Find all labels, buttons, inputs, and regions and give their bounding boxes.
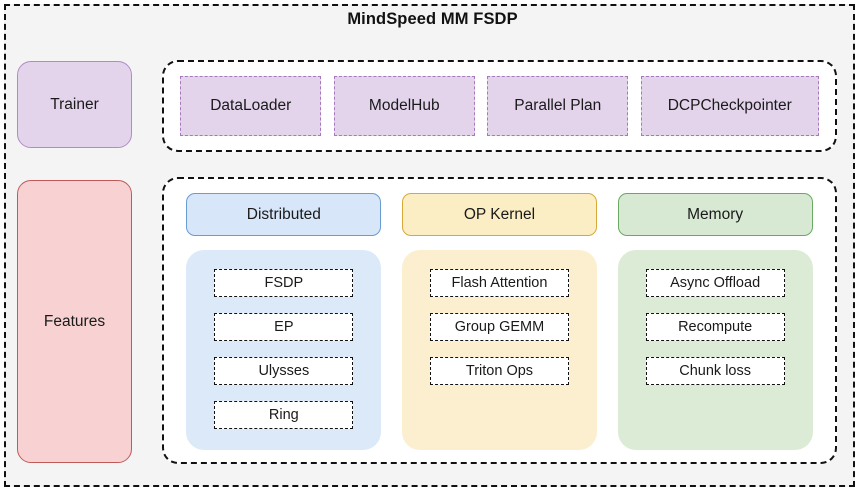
column-panel-distributed: FSDP EP Ulysses Ring — [186, 250, 382, 450]
column-header-label: Distributed — [246, 205, 321, 223]
feature-column-distributed: Distributed FSDP EP Ulysses Ring — [186, 193, 382, 450]
feature-item-async-offload[interactable]: Async Offload — [645, 269, 785, 297]
feature-item-label: Triton Ops — [465, 363, 534, 379]
trainer-chip-label: Parallel Plan — [514, 97, 602, 114]
column-header-label: Memory — [687, 205, 744, 223]
trainer-chip-dataloader[interactable]: DataLoader — [180, 76, 322, 136]
feature-item-label: Ulysses — [258, 363, 310, 379]
feature-columns: Distributed FSDP EP Ulysses Ring — [164, 179, 835, 462]
feature-item-label: EP — [274, 319, 294, 335]
feature-item-label: Recompute — [678, 319, 753, 335]
feature-item-ring[interactable]: Ring — [214, 401, 354, 429]
feature-item-label: Chunk loss — [679, 363, 751, 379]
feature-column-memory: Memory Async Offload Recompute Chunk los… — [617, 193, 813, 450]
features-components-group: Distributed FSDP EP Ulysses Ring — [162, 177, 837, 464]
trainer-chip-parallel-plan[interactable]: Parallel Plan — [487, 76, 629, 136]
trainer-section-label: Trainer — [50, 95, 99, 113]
column-panel-op-kernel: Flash Attention Group GEMM Triton Ops — [401, 250, 597, 450]
column-panel-memory: Async Offload Recompute Chunk loss — [617, 250, 813, 450]
feature-item-label: Flash Attention — [451, 275, 548, 291]
feature-item-recompute[interactable]: Recompute — [645, 313, 785, 341]
feature-item-chunk-loss[interactable]: Chunk loss — [645, 357, 785, 385]
feature-item-fsdp[interactable]: FSDP — [214, 269, 354, 297]
trainer-components-group: DataLoader ModelHub Parallel Plan DCPChe… — [162, 60, 837, 152]
feature-item-group-gemm[interactable]: Group GEMM — [429, 313, 569, 341]
feature-item-label: Ring — [268, 407, 299, 423]
features-section-box: Features — [17, 180, 132, 463]
trainer-chip-label: DCPCheckpointer — [667, 97, 792, 114]
column-header-memory[interactable]: Memory — [617, 193, 813, 236]
feature-column-op-kernel: OP Kernel Flash Attention Group GEMM Tri… — [401, 193, 597, 450]
feature-item-ulysses[interactable]: Ulysses — [214, 357, 354, 385]
trainer-chip-label: ModelHub — [368, 97, 440, 114]
trainer-chip-row: DataLoader ModelHub Parallel Plan DCPChe… — [164, 62, 835, 150]
feature-item-label: Group GEMM — [454, 319, 545, 335]
features-section-label: Features — [43, 312, 106, 330]
column-header-op-kernel[interactable]: OP Kernel — [401, 193, 597, 236]
page-title: MindSpeed MM FSDP — [347, 10, 518, 28]
column-header-distributed[interactable]: Distributed — [186, 193, 382, 236]
feature-item-label: Async Offload — [670, 275, 761, 291]
column-header-label: OP Kernel — [463, 205, 536, 223]
trainer-chip-modelhub[interactable]: ModelHub — [333, 76, 475, 136]
feature-item-label: FSDP — [264, 275, 304, 291]
trainer-chip-label: DataLoader — [210, 97, 292, 114]
feature-item-ep[interactable]: EP — [214, 313, 354, 341]
feature-item-flash-attention[interactable]: Flash Attention — [429, 269, 569, 297]
trainer-section-box: Trainer — [17, 61, 132, 148]
trainer-chip-dcpcheckpointer[interactable]: DCPCheckpointer — [640, 76, 819, 136]
feature-item-triton-ops[interactable]: Triton Ops — [429, 357, 569, 385]
